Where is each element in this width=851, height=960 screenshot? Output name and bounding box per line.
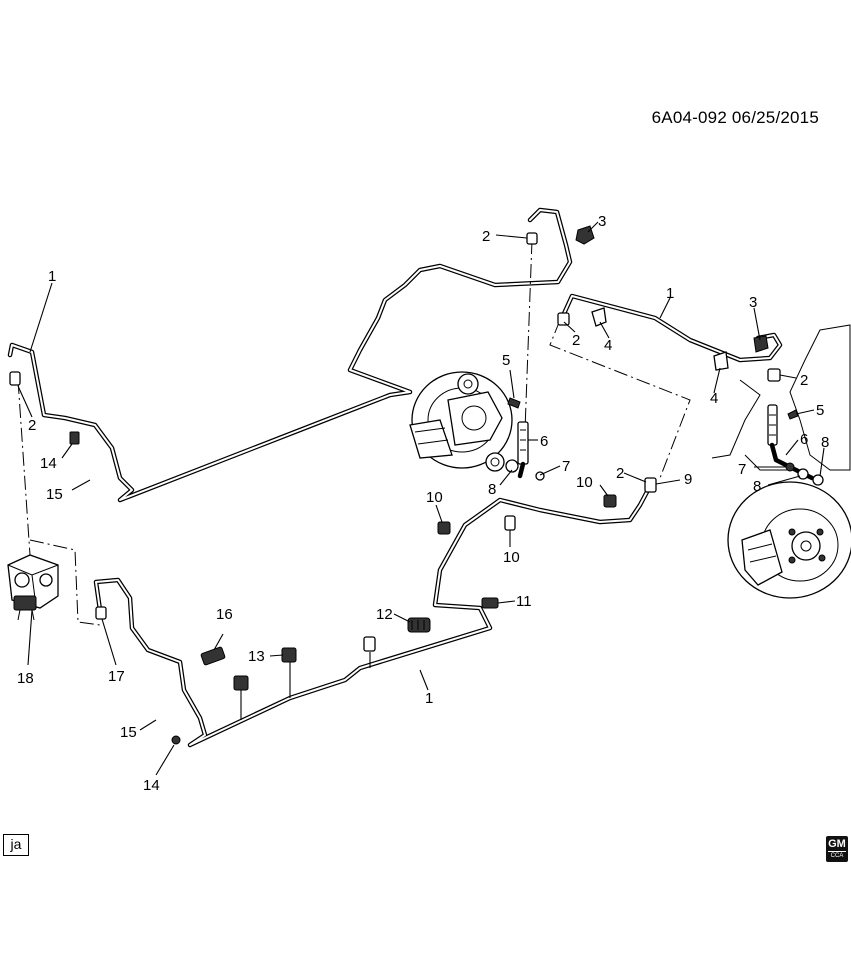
callout-14: 14: [40, 455, 57, 472]
rear-suspension-sketch: [711, 324, 851, 471]
callout-2: 2: [482, 228, 490, 245]
document-id: 6A04-092 06/25/2015: [651, 108, 819, 127]
callout-6: 6: [800, 431, 808, 448]
callout-16: 16: [216, 606, 233, 623]
callout-15: 15: [120, 724, 137, 741]
gm-logo: GM CCA: [826, 836, 848, 862]
rear-brake-rotor-assembly: [727, 481, 851, 599]
language-code-box: ja: [3, 834, 29, 856]
callout-4: 4: [710, 390, 718, 407]
callout-3: 3: [598, 213, 606, 230]
front-brake-hose: [505, 421, 545, 481]
callout-17: 17: [108, 668, 125, 685]
callout-5: 5: [502, 352, 510, 369]
pipe-fittings: [9, 225, 799, 745]
leader-lines: [17, 221, 825, 776]
callout-7: 7: [562, 458, 570, 475]
callout-10: 10: [503, 549, 520, 566]
callout-1: 1: [666, 285, 674, 302]
callout-2: 2: [616, 465, 624, 482]
front-brake-caliper-assembly: [409, 371, 513, 472]
callout-1: 1: [48, 268, 56, 285]
callout-10: 10: [426, 489, 443, 506]
location-lines: [17, 239, 691, 626]
callout-10: 10: [576, 474, 593, 491]
callout-8: 8: [821, 434, 829, 451]
callout-2: 2: [28, 417, 36, 434]
callout-6: 6: [540, 433, 548, 450]
callout-5: 5: [816, 402, 824, 419]
gm-logo-text: GM: [828, 838, 846, 852]
abs-modulator: [7, 554, 59, 621]
callout-8: 8: [753, 478, 761, 495]
callout-7: 7: [738, 461, 746, 478]
callout-14: 14: [143, 777, 160, 794]
callout-labels: 1 1 1 2 2 2 2 2 3 3 4 4 5 5 6 6 7 7 8 8 …: [17, 213, 829, 794]
rear-brake-hose: [767, 368, 824, 486]
lower-brake-pipe: [93, 487, 651, 748]
rear-right-brake-pipe: [559, 293, 783, 363]
gm-logo-subtext: CCA: [830, 853, 844, 859]
callout-8: 8: [488, 481, 496, 498]
callout-4: 4: [604, 337, 612, 354]
callout-9: 9: [684, 471, 692, 488]
callout-18: 18: [17, 670, 34, 687]
callout-2: 2: [572, 332, 580, 349]
callout-15: 15: [46, 486, 63, 503]
callout-13: 13: [248, 648, 265, 665]
callout-2: 2: [800, 372, 808, 389]
callout-3: 3: [749, 294, 757, 311]
callout-11: 11: [516, 593, 532, 610]
callout-1: 1: [425, 690, 433, 707]
upper-brake-pipe: [7, 207, 573, 503]
callout-12: 12: [376, 606, 393, 623]
